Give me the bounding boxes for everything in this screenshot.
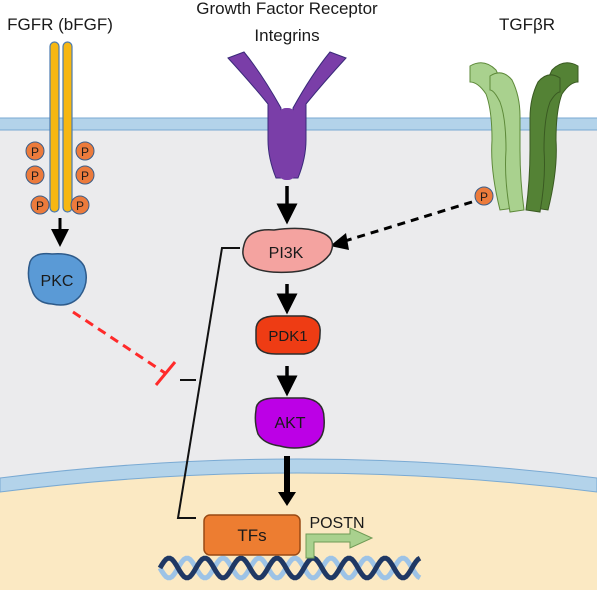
- svg-text:P: P: [81, 169, 89, 183]
- pi3k-label: PI3K: [269, 245, 304, 262]
- fgfr-label: FGFR (bFGF): [7, 15, 113, 34]
- svg-text:P: P: [36, 199, 44, 213]
- dna-strand-dark: [157, 555, 422, 581]
- postn-arrow-icon: [305, 527, 374, 559]
- gfr-label-line1: Growth Factor Receptor: [196, 0, 378, 18]
- akt-label: AKT: [274, 415, 305, 432]
- tgfbr-label: TGFβR: [499, 15, 555, 34]
- svg-text:P: P: [31, 145, 39, 159]
- dna-helix-icon: [157, 555, 422, 581]
- pdk1-label: PDK1: [268, 328, 307, 345]
- gfr-label-line2: Integrins: [254, 26, 319, 45]
- tfs-node: [203, 514, 301, 556]
- pkc-node: [27, 252, 87, 306]
- svg-text:P: P: [76, 199, 84, 213]
- pdk1-node: [255, 315, 321, 355]
- fgfr-receptor-icon: [49, 41, 73, 213]
- pkc-inhibition-line: [72, 310, 177, 386]
- svg-text:P: P: [31, 169, 39, 183]
- tgfbr-phospho: [474, 186, 494, 206]
- akt-node: [254, 397, 325, 449]
- akt-to-tfs-arrowhead: [278, 492, 296, 506]
- tgfbr-to-pi3k-arrowhead: [330, 233, 349, 250]
- pkc-label: PKC: [41, 273, 74, 290]
- pi3k-node: [242, 227, 334, 274]
- postn-label: POSTN: [309, 515, 364, 532]
- tgfbr-phospho-label: P: [480, 190, 488, 204]
- nuclear-membrane: [0, 458, 597, 493]
- growth-factor-receptor-icon: [227, 51, 347, 180]
- tgfbr-receptor-icon: [469, 62, 579, 213]
- pathway-bracket: [176, 247, 240, 519]
- svg-text:P: P: [81, 145, 89, 159]
- fgfr-phospho-group: P P P P P P: [25, 141, 95, 215]
- tfs-label: TFs: [237, 526, 266, 545]
